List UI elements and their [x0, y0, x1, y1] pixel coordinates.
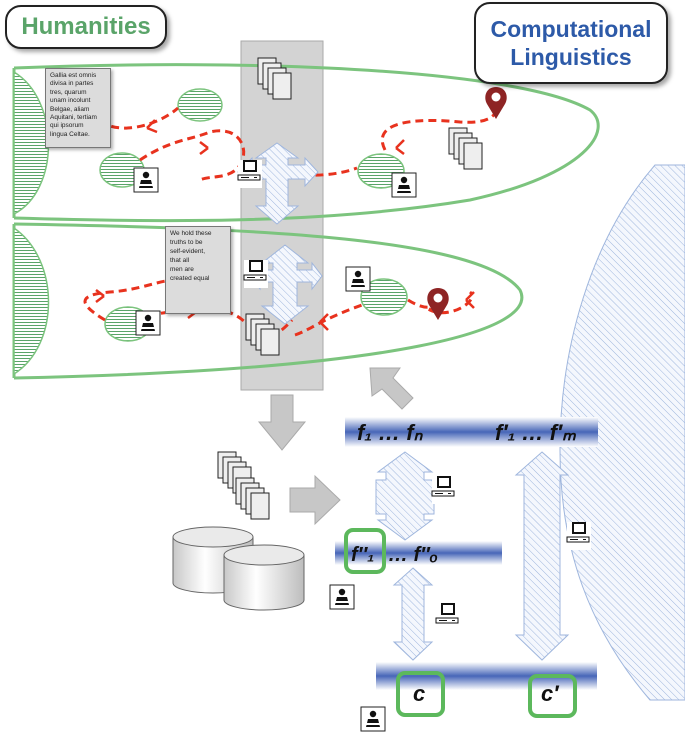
- computation-lens: [559, 164, 685, 701]
- lower-cone-base: [13, 226, 50, 376]
- double-arrow: [392, 567, 434, 661]
- note-line: Aquitani, tertiam: [50, 114, 97, 122]
- computer-icon: [566, 521, 592, 551]
- cl-label-line2: Linguistics: [510, 44, 632, 70]
- note-line: Gallia est omnis: [50, 72, 97, 79]
- feature-set-f: f₁ … fₙ: [357, 420, 424, 445]
- computer-icon: [431, 475, 457, 505]
- down-arrow: [257, 394, 307, 451]
- upper-cone: [13, 63, 600, 223]
- note-line: men are: [170, 265, 194, 273]
- reader-icon: [360, 706, 386, 732]
- feature-fdouble-first: f′′₁: [351, 544, 374, 566]
- location-pin-icon: [427, 288, 449, 320]
- note-line: We hold these: [170, 230, 212, 237]
- note-line: self-evident,: [170, 247, 206, 255]
- feature-fdouble-rest: … f′′ₒ: [388, 544, 438, 566]
- document-stack-icon: [448, 127, 483, 170]
- note-line: Belgae, aliam: [50, 105, 90, 113]
- class-cprime: c′: [541, 681, 560, 706]
- reader-icon: [133, 167, 159, 193]
- humanities-label: Humanities: [5, 5, 167, 49]
- latin-text-note: Gallia est omnis divisa in partes tres, …: [45, 68, 111, 148]
- class-c: c: [413, 681, 425, 706]
- computer-icon: [435, 602, 461, 632]
- reader-icon: [345, 266, 371, 292]
- feature-set-fprime: f′₁ … f′ₘ: [495, 420, 577, 445]
- right-arrow: [289, 474, 341, 526]
- location-pin-icon: [485, 87, 507, 119]
- up-left-arrow: [369, 367, 414, 410]
- computational-linguistics-label: Computational Linguistics: [474, 2, 668, 84]
- highlight-box: [344, 528, 386, 574]
- database-icon: [223, 544, 305, 611]
- cl-label-line1: Computational: [490, 16, 652, 42]
- feature-bar: [345, 417, 598, 447]
- highlight-box: [528, 674, 577, 718]
- reader-icon: [135, 310, 161, 336]
- note-line: tres, quarum: [50, 88, 87, 96]
- note-line: divisa in partes: [50, 80, 94, 88]
- note-line: lingua Celtae.: [50, 130, 90, 138]
- lower-cone: [13, 222, 524, 380]
- english-text-note: We hold these truths to be self-evident,…: [165, 226, 231, 314]
- feature-bar: [335, 541, 502, 565]
- reading-node: [177, 88, 223, 122]
- note-line: unam incolunt: [50, 97, 91, 105]
- note-line: that all: [170, 256, 190, 264]
- document-stack-icon: [235, 477, 270, 520]
- reader-icon: [329, 584, 355, 610]
- note-line: truths to be: [170, 238, 203, 246]
- highlight-box: [396, 671, 445, 717]
- reader-icon: [391, 172, 417, 198]
- note-line: created equal: [170, 274, 210, 282]
- upper-cone-base: [13, 70, 50, 216]
- double-arrow: [514, 451, 570, 661]
- computer-icon: [237, 159, 263, 189]
- note-line: qui ipsorum: [50, 122, 84, 130]
- computer-icon: [243, 259, 269, 289]
- double-arrow: [375, 451, 435, 541]
- reading-node: [360, 278, 408, 316]
- humanities-label-text: Humanities: [21, 13, 151, 40]
